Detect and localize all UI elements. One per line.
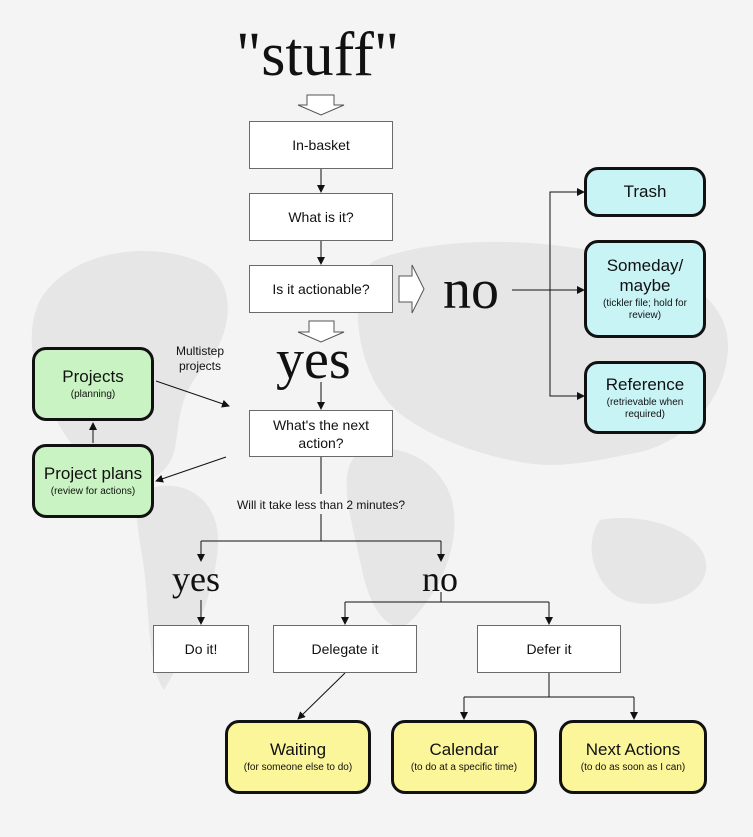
project-plans-box: Project plans (review for actions): [32, 444, 154, 518]
in-basket-box: In-basket: [249, 121, 393, 169]
trash-title: Trash: [623, 182, 667, 201]
trash-box: Trash: [584, 167, 706, 217]
stuff-title: "stuff": [236, 21, 400, 89]
do-it-label: Do it!: [184, 641, 218, 657]
calendar-subtitle: (to do at a specific time): [410, 762, 518, 773]
yes-decision-bottom: yes: [172, 559, 220, 599]
delegate-it-label: Delegate it: [311, 641, 379, 657]
actionable-label: Is it actionable?: [272, 281, 370, 297]
projects-box: Projects (planning): [32, 347, 154, 421]
someday-maybe-box: Someday/ maybe (tickler file; hold for r…: [584, 240, 706, 338]
do-it-box: Do it!: [153, 625, 249, 673]
stuff-down-arrow: [297, 94, 345, 116]
connectors: [89, 169, 638, 720]
actionable-box: Is it actionable?: [249, 265, 393, 313]
hollow-arrows: [297, 94, 425, 343]
yes-decision-top: yes: [276, 329, 351, 391]
yes-down-arrow: [297, 320, 345, 343]
projects-title: Projects: [62, 367, 124, 386]
next-action-label: What's the next action?: [272, 416, 370, 451]
reference-title: Reference: [605, 374, 685, 394]
next-action-box: What's the next action?: [249, 410, 393, 457]
reference-box: Reference (retrievable when required): [584, 361, 706, 434]
someday-maybe-subtitle: (tickler file; hold for review): [603, 298, 687, 321]
what-is-it-box: What is it?: [249, 193, 393, 241]
defer-it-label: Defer it: [526, 641, 572, 657]
no-right-arrow: [398, 264, 425, 314]
calendar-box: Calendar (to do at a specific time): [391, 720, 537, 794]
two-minutes-question: Will it take less than 2 minutes?: [236, 498, 406, 512]
waiting-title: Waiting: [269, 740, 327, 759]
project-plans-subtitle: (review for actions): [50, 486, 136, 497]
waiting-subtitle: (for someone else to do): [243, 762, 353, 773]
projects-subtitle: (planning): [70, 389, 116, 400]
next-actions-box: Next Actions (to do as soon as I can): [559, 720, 707, 794]
multistep-projects-label: Multistep projects: [175, 344, 225, 373]
project-plans-title: Project plans: [43, 464, 143, 483]
defer-it-box: Defer it: [477, 625, 621, 673]
someday-maybe-title: Someday/ maybe: [606, 256, 684, 295]
no-decision-top: no: [443, 259, 499, 321]
next-actions-subtitle: (to do as soon as I can): [580, 762, 686, 773]
waiting-box: Waiting (for someone else to do): [225, 720, 371, 794]
what-is-it-label: What is it?: [288, 209, 354, 225]
reference-subtitle: (retrievable when required): [606, 396, 684, 420]
in-basket-label: In-basket: [292, 137, 350, 153]
delegate-it-box: Delegate it: [273, 625, 417, 673]
no-decision-bottom: no: [422, 559, 458, 599]
calendar-title: Calendar: [429, 740, 499, 759]
next-actions-title: Next Actions: [585, 740, 681, 759]
